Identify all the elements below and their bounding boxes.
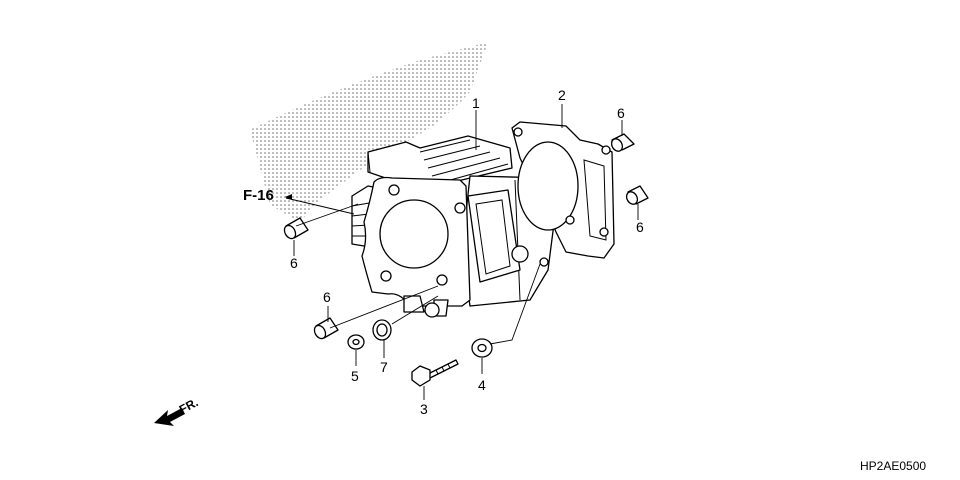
callout-6-lower: 6 [323, 289, 331, 305]
leader-lines [285, 104, 639, 400]
callout-5: 5 [351, 368, 359, 384]
callout-7: 7 [380, 359, 388, 375]
reference-arrow-icon [285, 194, 292, 200]
o-ring [372, 319, 392, 341]
callout-2: 2 [558, 87, 566, 103]
dowel-pin-left [283, 217, 309, 240]
flange-bolt [411, 359, 459, 387]
dowel-pin-lower [313, 317, 339, 340]
dowel-pin-top [610, 133, 635, 152]
callout-3: 3 [420, 401, 428, 417]
dowel-pin-right [625, 185, 649, 205]
base-gasket [511, 121, 615, 259]
flat-washer [471, 338, 493, 358]
washer [347, 334, 365, 350]
front-direction-indicator: FR. [154, 395, 200, 426]
callout-1: 1 [472, 95, 480, 111]
crankcase-shading [250, 42, 488, 222]
cylinder [351, 135, 557, 318]
diagram-code: HP2AE0500 [860, 459, 926, 473]
callout-4: 4 [478, 377, 486, 393]
reference-label: F-16 [243, 187, 274, 204]
callout-6-top: 6 [617, 105, 625, 121]
callout-6-right: 6 [636, 219, 644, 235]
front-arrow-icon [154, 408, 185, 426]
callout-6-left: 6 [290, 255, 298, 271]
